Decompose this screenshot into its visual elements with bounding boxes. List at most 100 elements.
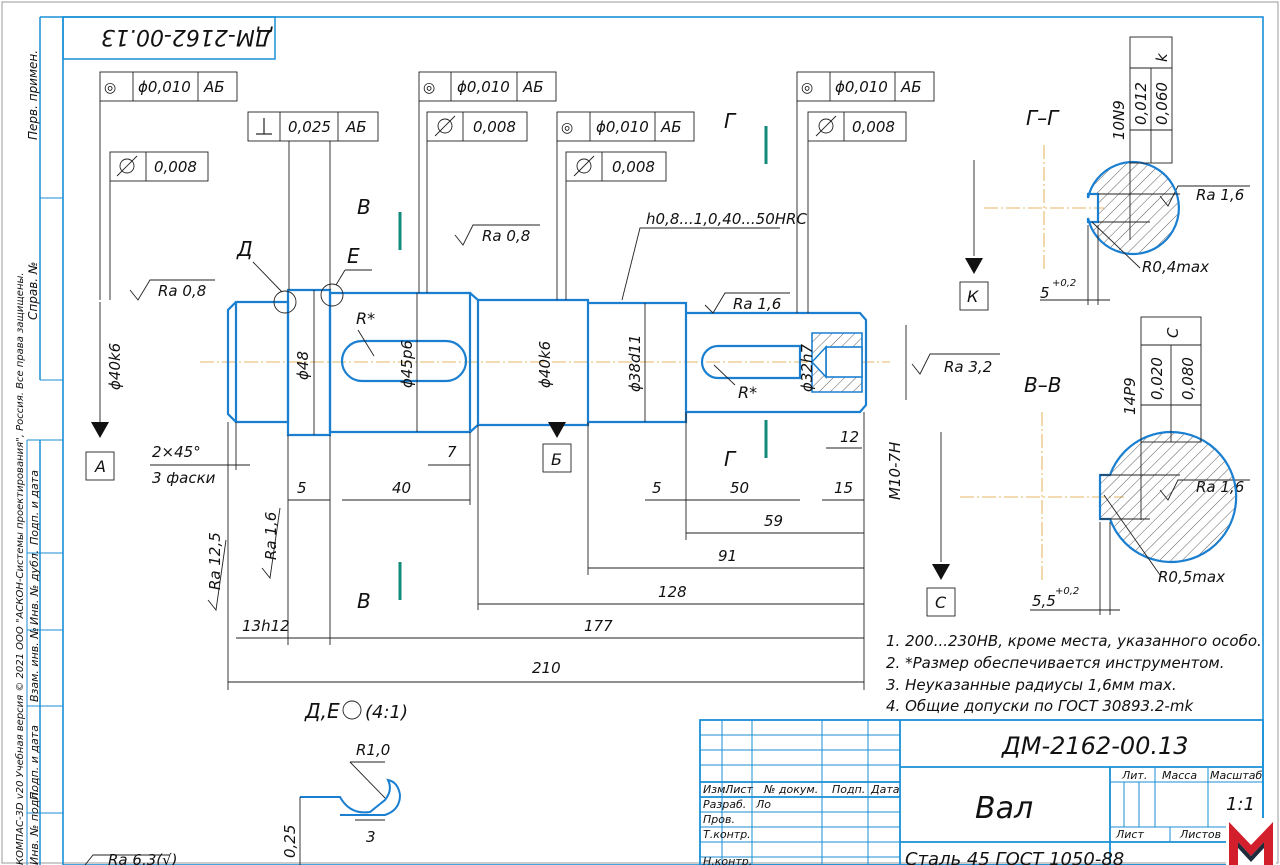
datum-markers — [85, 258, 989, 617]
datum-c: С — [935, 593, 947, 612]
tb-list: Лист — [724, 783, 753, 796]
dim-12: 12 — [840, 428, 859, 446]
dim-50: 50 — [730, 479, 749, 497]
rough-6: Ra 1,6 — [262, 512, 280, 560]
tolerance-frames — [99, 71, 935, 313]
tb-listov: Листов — [1179, 828, 1221, 841]
detail-r: R1,0 — [356, 741, 390, 759]
tf3-val: 0,025 — [288, 118, 331, 136]
label-chamfer: 2×45° — [152, 443, 201, 461]
tf6-base: АБ — [660, 118, 682, 136]
side-label-inv-podl: Инв. № подл. — [28, 789, 41, 865]
side-label-inv-dubl: Инв. № дубл. — [28, 550, 41, 625]
dia-40k6-b: ϕ40k6 — [536, 341, 554, 388]
section-gg — [973, 36, 1180, 305]
doc-code-rotated: ДМ-2162-00.13 — [101, 24, 273, 49]
note-4: 4. Общие допуски по ГОСТ 30893.2-mk — [886, 697, 1194, 715]
datum-k: К — [967, 287, 979, 306]
detail-title: Д,Е — [304, 699, 340, 723]
dim-40: 40 — [392, 479, 411, 497]
section-vv-depth-tol: +0,2 — [1055, 586, 1079, 597]
rough-4: Ra 3,2 — [944, 358, 992, 376]
section-gg-tol2: 0,060 — [1153, 82, 1171, 125]
tf5-val: 0,008 — [473, 118, 516, 136]
tb-prov: Пров. — [703, 813, 735, 826]
tb-masshtab: Масштаб — [1210, 769, 1262, 782]
note-3: 3. Неуказанные радиусы 1,6мм max. — [886, 676, 1177, 694]
label-rstar1: R* — [356, 309, 375, 328]
label-g1: Г — [724, 109, 737, 133]
shaft — [226, 288, 868, 437]
dim-59: 59 — [764, 512, 783, 530]
tf1-base: АБ — [203, 78, 225, 96]
section-vv-depth: 5,5 — [1032, 592, 1056, 610]
rough-5: Ra 12,5 — [206, 532, 224, 590]
doc-code-box — [62, 16, 276, 60]
section-gg-tol1: 0,012 — [1132, 82, 1150, 125]
label-chamfer-count: 3 фаски — [152, 469, 216, 487]
dim-177: 177 — [584, 617, 613, 635]
dim-15: 15 — [834, 479, 853, 497]
tb-scale: 1:1 — [1226, 794, 1255, 815]
dia-38d11: ϕ38d11 — [626, 334, 644, 392]
tb-material: Сталь 45 ГОСТ 1050-88 — [905, 849, 1124, 865]
detail-scale: (4:1) — [365, 702, 408, 723]
section-gg-depth-tol: +0,2 — [1052, 278, 1076, 289]
datum-a: А — [94, 457, 106, 476]
tf4-sym: ◎ — [423, 80, 435, 96]
side-label-perv: Перв. примен. — [26, 50, 40, 140]
tb-ndokum: № докум. — [763, 783, 818, 796]
dia-45p6: ϕ45p6 — [398, 340, 416, 388]
tb-nkontr: Н.контр. — [703, 855, 752, 865]
side-label-vzam: Взам. инв. № — [28, 627, 41, 702]
thread-m10: M10-7H — [886, 442, 904, 500]
tf6-sym: ◎ — [561, 120, 573, 136]
dim-128: 128 — [658, 583, 687, 601]
dia-40k6-a: ϕ40k6 — [106, 343, 124, 390]
title-block — [699, 719, 1264, 865]
rough-1: Ra 0,8 — [158, 282, 206, 300]
dim-91: 91 — [718, 547, 737, 565]
title-block-code: ДМ-2162-00.13 — [1001, 732, 1189, 760]
tf9-val: 0,008 — [852, 118, 895, 136]
tf6-val: ϕ0,010 — [596, 118, 649, 136]
tb-izm: Изм. — [703, 783, 729, 796]
tf2-val: 0,008 — [154, 158, 197, 176]
section-vv-sym: С — [1164, 327, 1182, 338]
note-2: 2. *Размер обеспечивается инструментом. — [886, 654, 1225, 672]
tf3-base: АБ — [345, 118, 367, 136]
rough-3: Ra 1,6 — [733, 295, 781, 313]
tf8-base: АБ — [900, 78, 922, 96]
drawing-frame — [62, 16, 1264, 865]
label-g2: Г — [724, 447, 737, 471]
tb-razrab: Разраб. — [703, 798, 746, 811]
label-d: Д — [236, 237, 253, 261]
section-gg-title: Г–Г — [1026, 106, 1060, 130]
dim-210: 210 — [532, 659, 561, 677]
tf4-base: АБ — [522, 78, 544, 96]
tb-podp: Подп. — [832, 783, 865, 796]
datum-b: Б — [551, 450, 562, 469]
detail-h: 0,25 — [281, 825, 299, 858]
label-v1: В — [357, 195, 371, 219]
dimension-lines — [227, 412, 865, 690]
rough-9: Ra 6,3(√) — [108, 851, 178, 865]
tf7-val: 0,008 — [612, 158, 655, 176]
section-gg-r: R0,4max — [1142, 258, 1209, 276]
detail-circle-e — [320, 283, 344, 307]
side-label-podp2: Подп. и дата — [28, 725, 41, 800]
note-1: 1. 200...230HB, кроме места, указанного … — [886, 632, 1262, 650]
section-vv-title: В–В — [1024, 373, 1061, 397]
tb-list2: Лист — [1115, 828, 1144, 841]
dim-7: 7 — [447, 443, 457, 461]
tf4-val: ϕ0,010 — [457, 78, 510, 96]
label-hardness: h0,8...1,0,40...50HRC — [646, 210, 807, 228]
detail-w: 3 — [366, 828, 376, 846]
dim-5a: 5 — [297, 479, 307, 497]
label-v2: В — [357, 589, 371, 613]
section-gg-sym: k — [1153, 52, 1171, 62]
logo-m — [1226, 818, 1276, 865]
section-vv — [940, 316, 1238, 615]
section-gg-key: 10N9 — [1110, 100, 1128, 140]
